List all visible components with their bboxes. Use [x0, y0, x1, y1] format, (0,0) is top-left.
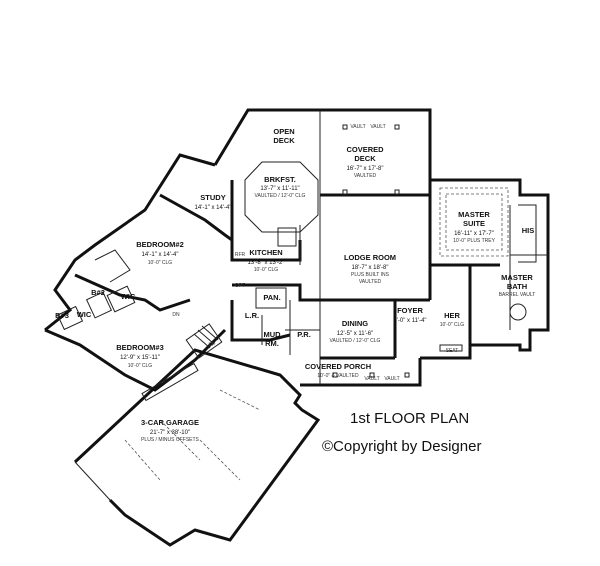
room-wic2: WIC [77, 310, 92, 319]
svg-text:FOYER: FOYER [397, 306, 423, 315]
svg-text:VAULT: VAULT [384, 376, 399, 382]
svg-text:10'-0" CLG: 10'-0" CLG [440, 322, 465, 328]
svg-text:10'-0" & VAULTED: 10'-0" & VAULTED [317, 373, 359, 379]
room-labels: OPEN DECK COVERED DECK 16'-7" x 17'-8" V… [55, 127, 535, 443]
room-lr: L.R. [245, 311, 259, 320]
plan-annotations: VAULT VAULT VAULT VAULT SEAT DN UP OPT R… [172, 124, 458, 382]
svg-text:13'-8" x 13'-2": 13'-8" x 13'-2" [248, 260, 285, 266]
room-bedroom2: BEDROOM#2 14'-1" x 14'-4" 10'-0" CLG [136, 240, 184, 266]
interior-walls [56, 110, 548, 481]
stairs [185, 323, 223, 359]
svg-text:3-CAR GARAGE: 3-CAR GARAGE [141, 418, 199, 427]
svg-text:12'-9" x 15'-11": 12'-9" x 15'-11" [120, 355, 160, 361]
svg-text:MASTER: MASTER [501, 273, 533, 282]
svg-text:UP: UP [209, 342, 217, 348]
room-master-bath: MASTER BATH BARREL VAULT [499, 273, 536, 298]
svg-text:10'-0" CLG: 10'-0" CLG [148, 260, 173, 266]
svg-text:WIC: WIC [77, 310, 92, 319]
svg-text:HIS: HIS [522, 226, 535, 235]
svg-text:8'-0" x 11'-4": 8'-0" x 11'-4" [393, 318, 426, 324]
svg-text:SUITE: SUITE [463, 219, 485, 228]
svg-text:VAULT: VAULT [364, 376, 379, 382]
plan-title: 1st FLOOR PLAN [350, 410, 470, 427]
svg-text:BARREL VAULT: BARREL VAULT [499, 292, 536, 298]
room-open-deck: OPEN DECK [273, 127, 295, 145]
svg-text:RFR: RFR [235, 252, 246, 258]
svg-text:HER: HER [444, 311, 460, 320]
svg-text:RM.: RM. [265, 339, 279, 348]
svg-text:BEDROOM#2: BEDROOM#2 [136, 240, 184, 249]
room-bedroom3: BEDROOM#3 12'-9" x 15'-11" 10'-0" CLG [116, 343, 164, 369]
svg-text:DINING: DINING [342, 319, 368, 328]
room-pantry: PAN. [263, 293, 280, 302]
svg-text:WIC: WIC [121, 292, 136, 301]
svg-text:10'-0" CLG: 10'-0" CLG [128, 363, 153, 369]
svg-text:DECK: DECK [354, 154, 376, 163]
svg-text:SEAT: SEAT [446, 348, 459, 354]
svg-text:KITCHEN: KITCHEN [249, 248, 282, 257]
svg-text:P.R.: P.R. [297, 330, 311, 339]
svg-text:VAULTED / 12'-0" CLG: VAULTED / 12'-0" CLG [330, 338, 381, 344]
svg-text:10'-0" CLG: 10'-0" CLG [254, 267, 279, 273]
svg-text:DN: DN [172, 312, 180, 318]
room-foyer: FOYER 8'-0" x 11'-4" [393, 306, 426, 324]
room-pr: P.R. [297, 330, 311, 339]
svg-text:MASTER: MASTER [458, 210, 490, 219]
svg-text:LODGE ROOM: LODGE ROOM [344, 253, 396, 262]
room-covered-deck: COVERED DECK 16'-7" x 17'-8" VAULTED [346, 145, 384, 179]
room-bath3: B#3 [55, 311, 69, 320]
svg-text:COVERED: COVERED [346, 145, 384, 154]
svg-text:PLUS BUILT INS: PLUS BUILT INS [351, 272, 390, 278]
exterior-walls [44, 108, 550, 547]
svg-text:13'-7" x 11'-11": 13'-7" x 11'-11" [260, 186, 299, 192]
room-garage: 3-CAR GARAGE 21'-7" x 38'-10" PLUS / MIN… [141, 418, 200, 443]
svg-text:B#3: B#3 [55, 311, 69, 320]
svg-text:PAN.: PAN. [263, 293, 280, 302]
room-master-suite: MASTER SUITE 16'-11" x 17'-7" 10'-0" PLU… [453, 210, 495, 244]
svg-text:VAULT: VAULT [350, 124, 365, 130]
room-her: HER 10'-0" CLG [440, 311, 465, 328]
svg-text:OPEN: OPEN [273, 127, 294, 136]
svg-text:21'-7" x 38'-10": 21'-7" x 38'-10" [150, 430, 190, 436]
svg-text:VAULTED / 12'-0" CLG: VAULTED / 12'-0" CLG [255, 193, 306, 199]
svg-text:VAULT: VAULT [370, 124, 385, 130]
svg-text:16'-7" x 17'-8": 16'-7" x 17'-8" [347, 166, 384, 172]
svg-text:DECK: DECK [273, 136, 295, 145]
svg-text:16'-11" x 17'-7": 16'-11" x 17'-7" [454, 231, 494, 237]
svg-text:COVERED PORCH: COVERED PORCH [305, 362, 371, 371]
room-brkfst: BRKFST. 13'-7" x 11'-11" VAULTED / 12'-0… [255, 175, 306, 199]
svg-text:OPT: OPT [235, 283, 245, 289]
svg-text:12'-5" x 11'-6": 12'-5" x 11'-6" [337, 331, 373, 337]
svg-text:BEDROOM#3: BEDROOM#3 [116, 343, 164, 352]
room-his: HIS [522, 226, 535, 235]
room-mud: MUD RM. [263, 330, 281, 348]
svg-text:BATH: BATH [507, 282, 527, 291]
svg-text:B#2: B#2 [91, 288, 105, 297]
copyright-notice: ©Copyright by Designer [322, 438, 482, 455]
svg-text:STUDY: STUDY [200, 193, 225, 202]
svg-text:L.R.: L.R. [245, 311, 259, 320]
svg-text:BRKFST.: BRKFST. [264, 175, 296, 184]
room-study: STUDY 14'-1" x 14'-4" [195, 193, 232, 211]
svg-text:PLUS / MINUS OFFSETS: PLUS / MINUS OFFSETS [141, 437, 199, 443]
room-kitchen: KITCHEN 13'-8" x 13'-2" 10'-0" CLG [248, 248, 285, 273]
svg-text:VAULTED: VAULTED [354, 173, 377, 179]
svg-text:10'-0" PLUS TREY: 10'-0" PLUS TREY [453, 238, 495, 244]
room-dining: DINING 12'-5" x 11'-6" VAULTED / 12'-0" … [330, 319, 381, 344]
room-covered-porch: COVERED PORCH 10'-0" & VAULTED [305, 362, 371, 379]
svg-text:VAULTED: VAULTED [359, 279, 382, 285]
svg-text:MUD: MUD [263, 330, 281, 339]
room-bath2: B#2 [91, 288, 105, 297]
svg-text:14'-1" x 14'-4": 14'-1" x 14'-4" [195, 205, 232, 211]
svg-text:18'-7" x 18'-8": 18'-7" x 18'-8" [352, 265, 389, 271]
svg-text:14'-1" x 14'-4": 14'-1" x 14'-4" [142, 252, 179, 258]
room-wic1: WIC [121, 292, 136, 301]
room-lodge: LODGE ROOM 18'-7" x 18'-8" PLUS BUILT IN… [344, 253, 396, 285]
